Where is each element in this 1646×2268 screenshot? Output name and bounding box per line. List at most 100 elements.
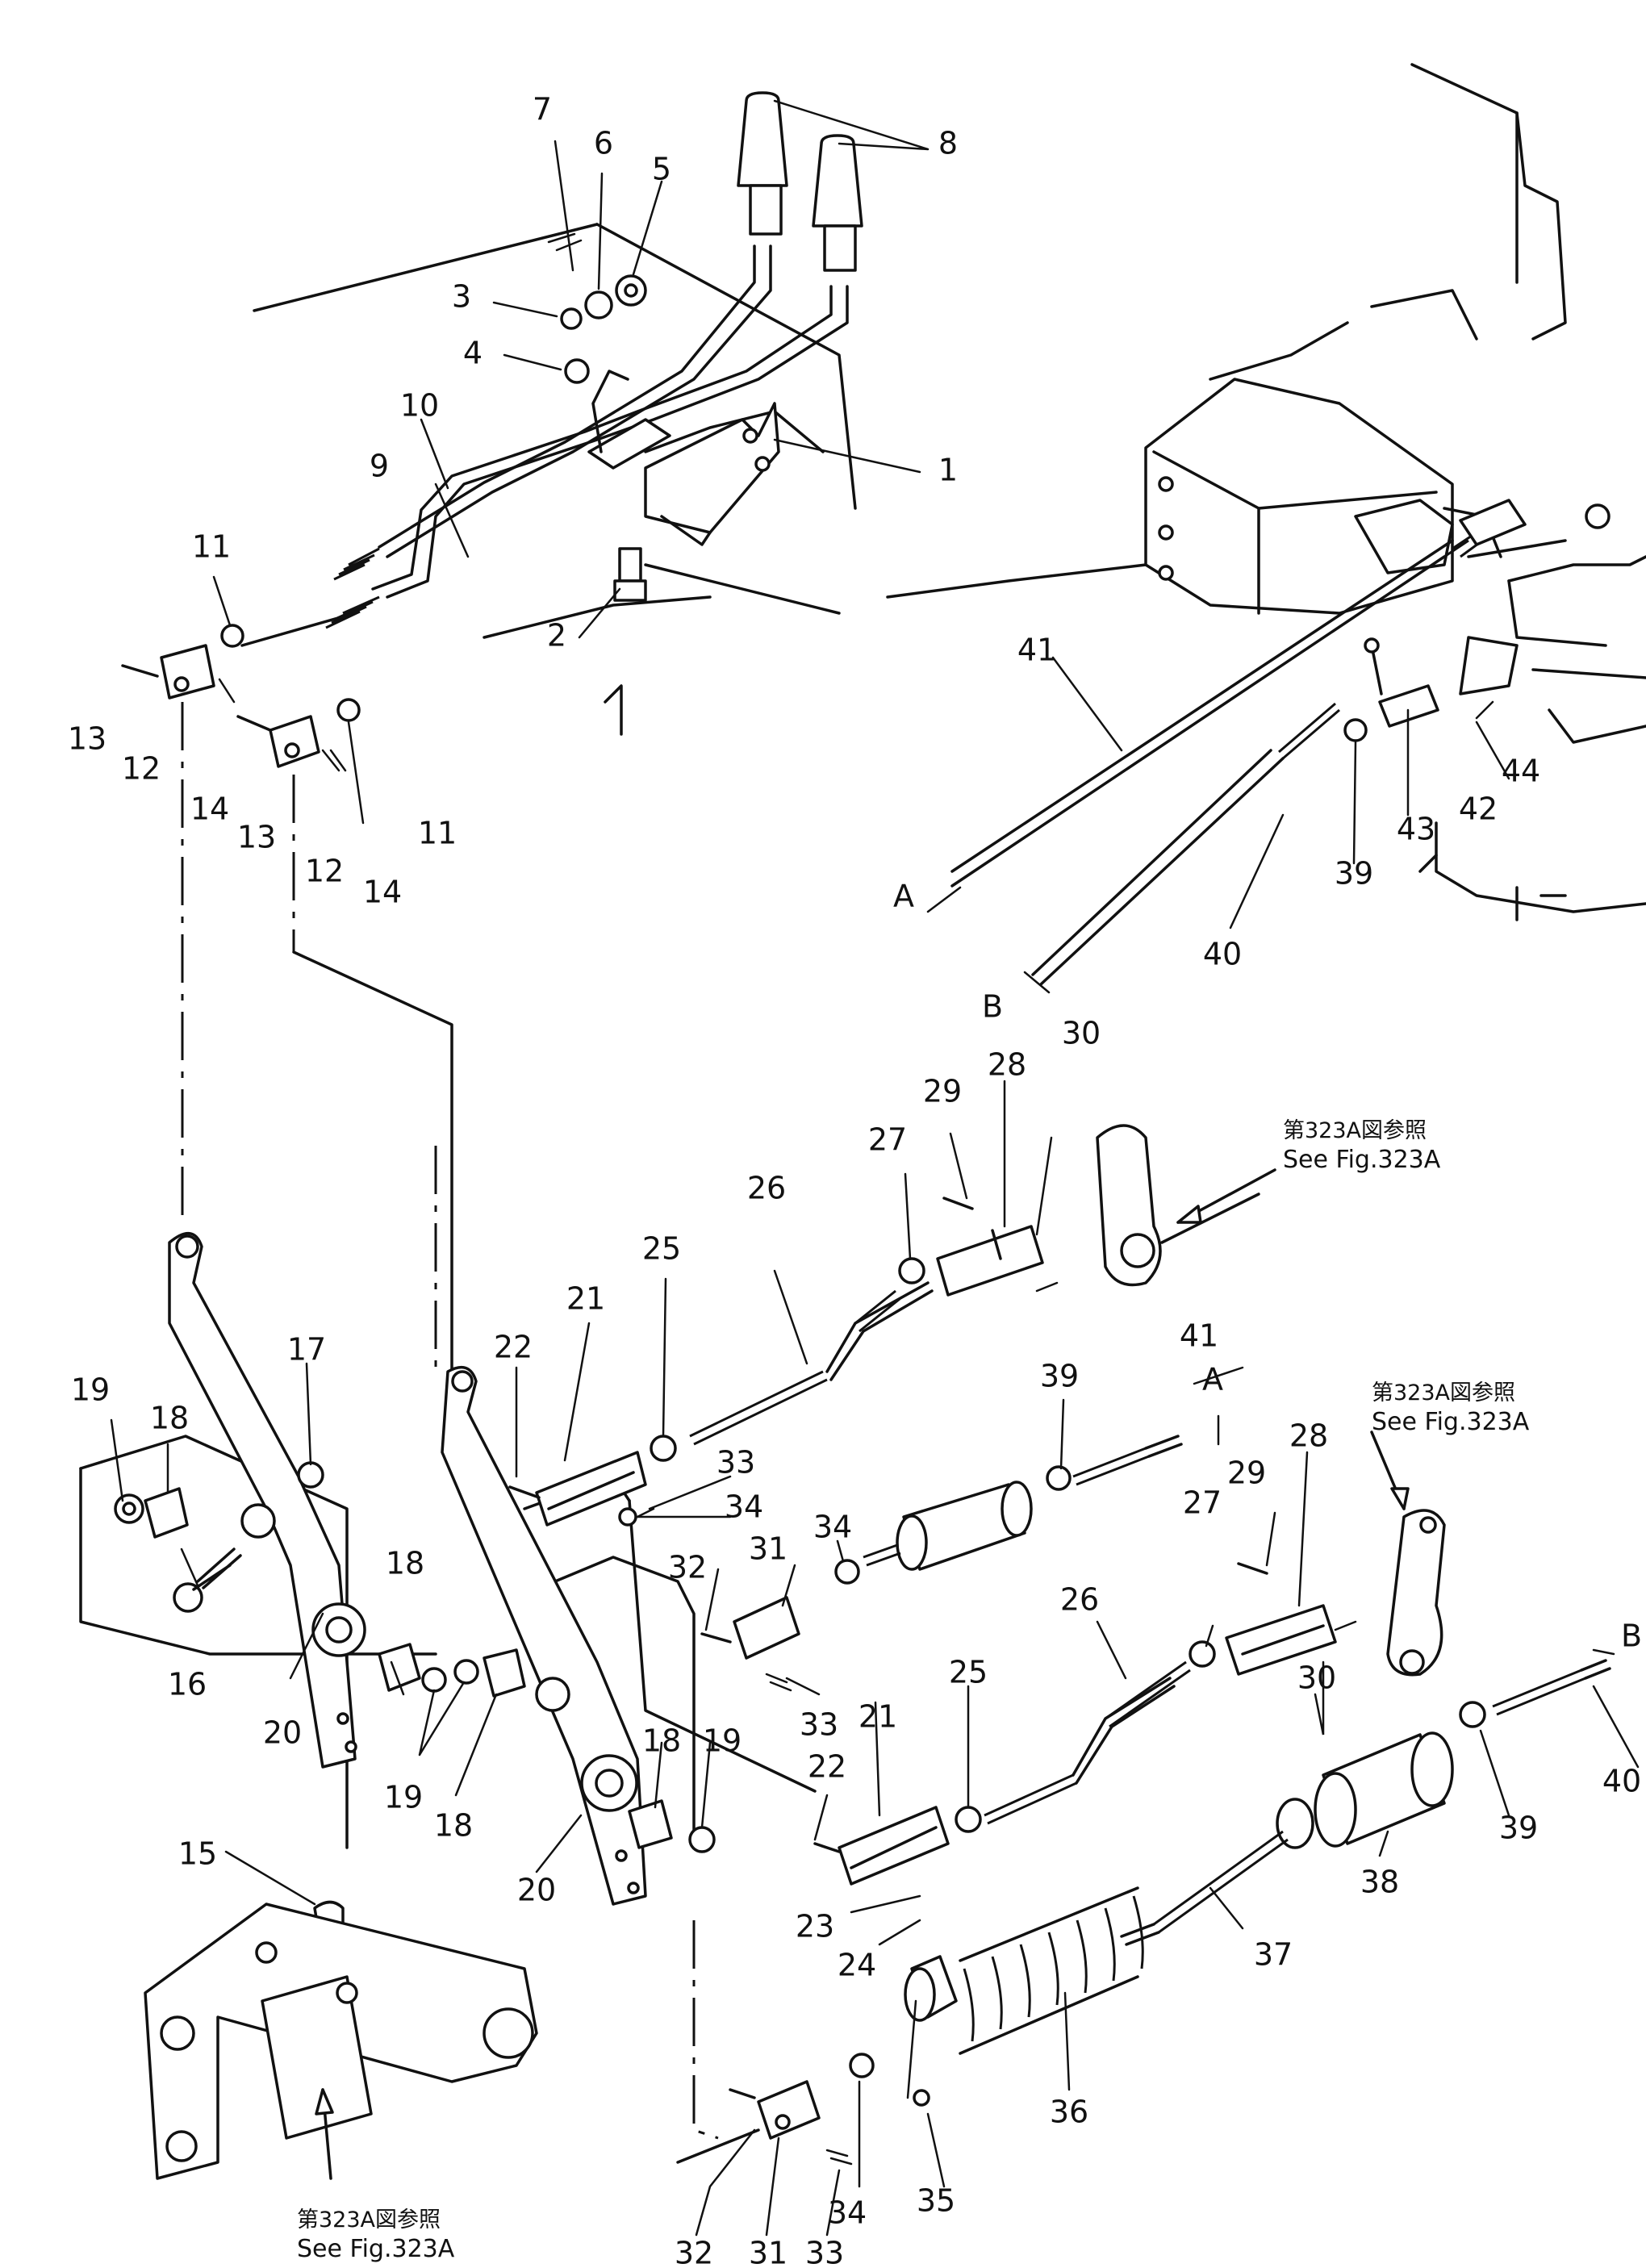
cable-40-top (1031, 637, 1494, 986)
spring-assembly (904, 1731, 1454, 2055)
label-1: 1 (938, 453, 958, 488)
label-16: 16 (168, 1667, 207, 1702)
yoke-12-left (121, 624, 244, 704)
rod-assembly-middle (813, 1509, 1446, 1886)
reference-note-upper: 第323A図参照 See Fig.323A (1283, 1118, 1441, 1174)
label-44: 44 (1502, 754, 1540, 789)
label-41-top: 41 (1017, 633, 1056, 668)
label-27-lower: 27 (1183, 1485, 1222, 1521)
label-14-left: 14 (190, 792, 229, 827)
label-24: 24 (838, 1948, 876, 1983)
leader-lines (110, 99, 1640, 2237)
label-39-bottom: 39 (1499, 1811, 1538, 1846)
label-33-lower: 33 (805, 2236, 844, 2268)
label-25-lower: 25 (949, 1655, 988, 1690)
label-22-lower: 22 (808, 1749, 846, 1785)
label-25-upper: 25 (642, 1231, 681, 1267)
label-13-left: 13 (68, 721, 107, 757)
label-23: 23 (796, 1909, 834, 1944)
lever-knob (737, 91, 863, 272)
label-3: 3 (452, 279, 471, 315)
yoke-bottom (729, 2053, 930, 2166)
reference-note-lower: 第323A図参照 See Fig.323A (297, 2207, 455, 2263)
label-36: 36 (1050, 2095, 1088, 2130)
label-39-top: 39 (1335, 856, 1373, 892)
label-21-lower: 21 (859, 1699, 897, 1735)
label-6: 6 (594, 126, 613, 161)
reference-en: See Fig.323A (297, 2235, 455, 2263)
label-26-upper: 26 (747, 1171, 786, 1206)
cable-41-top (950, 499, 1527, 888)
machine-housing (886, 63, 1646, 921)
label-9: 9 (370, 449, 389, 484)
label-4: 4 (463, 336, 483, 371)
lever-20-right (441, 1365, 647, 1906)
label-19-right: 19 (703, 1723, 742, 1759)
label-26-lower: 26 (1060, 1582, 1099, 1618)
label-12-left: 12 (122, 751, 161, 787)
label-A-mid: A (1202, 1362, 1223, 1397)
reference-en: See Fig.323A (1372, 1408, 1530, 1436)
label-42: 42 (1459, 792, 1498, 827)
label-35: 35 (917, 2183, 955, 2219)
label-18-mid: 18 (386, 1546, 424, 1581)
reference-en: See Fig.323A (1283, 1146, 1441, 1174)
label-22-upper: 22 (494, 1330, 533, 1365)
panel-outline (253, 223, 857, 736)
label-40-top: 40 (1203, 937, 1242, 972)
label-5: 5 (652, 152, 671, 187)
bolt-2 (613, 547, 647, 602)
label-43: 43 (1397, 812, 1435, 847)
label-18-bottom: 18 (434, 1808, 473, 1844)
reference-jp: 第323A図参照 (1372, 1380, 1515, 1405)
reference-jp: 第323A図参照 (297, 2207, 441, 2232)
label-40-bottom: 40 (1602, 1764, 1641, 1799)
part-labels: 7 6 5 8 3 4 10 9 1 11 2 13 12 14 13 11 1… (68, 92, 1642, 2268)
label-18-left: 18 (150, 1401, 189, 1436)
lever-20-left (168, 1232, 366, 1769)
label-32-upper: 32 (668, 1550, 707, 1585)
label-27-upper: 27 (868, 1122, 907, 1158)
rod-assembly-upper (508, 1124, 1260, 1527)
label-30-upper: 30 (1062, 1016, 1101, 1051)
label-34-b: 34 (813, 1510, 852, 1545)
label-30-lower: 30 (1297, 1660, 1336, 1696)
cable-40-bottom (1459, 1659, 1611, 1728)
reference-arrows (315, 1168, 1410, 2180)
lever-9 (333, 244, 772, 581)
label-34-a: 34 (725, 1489, 763, 1525)
label-17: 17 (287, 1332, 326, 1368)
label-15: 15 (178, 1836, 217, 1872)
label-B-top: B (982, 989, 1003, 1025)
label-8: 8 (938, 126, 958, 161)
label-20-left: 20 (263, 1715, 302, 1751)
label-12-right: 12 (305, 854, 344, 889)
label-34-c: 34 (828, 2195, 867, 2231)
label-38: 38 (1360, 1865, 1399, 1900)
label-11-left: 11 (192, 529, 231, 565)
label-20-right: 20 (517, 1873, 556, 1908)
cylinder-assembly (618, 1435, 1183, 1692)
mounting-plate (144, 1903, 538, 2180)
yoke-12-right (236, 698, 361, 772)
label-31-upper: 31 (749, 1531, 787, 1567)
label-11-right: 11 (418, 816, 457, 851)
label-19-left: 19 (71, 1372, 110, 1408)
label-33-upper: 33 (716, 1445, 755, 1481)
label-13-right: 13 (237, 820, 276, 855)
lever-10 (325, 285, 849, 629)
label-7: 7 (533, 92, 552, 127)
label-41-mid: 41 (1180, 1318, 1218, 1354)
label-18-right: 18 (642, 1723, 681, 1759)
label-2: 2 (547, 618, 566, 654)
label-10: 10 (400, 388, 439, 424)
small-parts-top (547, 232, 671, 470)
label-21-upper: 21 (566, 1281, 605, 1317)
label-28-lower: 28 (1289, 1418, 1328, 1454)
reference-note-middle: 第323A図参照 See Fig.323A (1372, 1380, 1530, 1436)
label-29-lower: 29 (1227, 1456, 1266, 1491)
label-B-mid: B (1621, 1619, 1642, 1654)
label-19-mid: 19 (384, 1780, 423, 1815)
label-29-upper: 29 (923, 1074, 962, 1109)
